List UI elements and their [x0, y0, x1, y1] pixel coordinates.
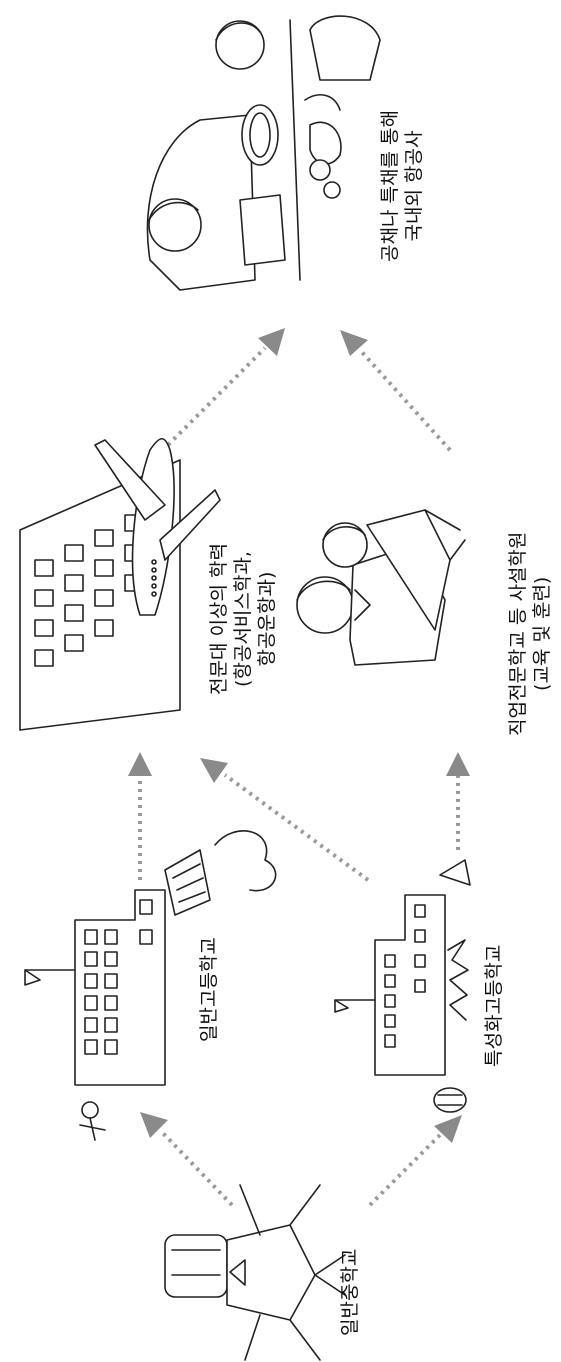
general-high-label: 일반고등학교 — [197, 937, 221, 1042]
airplane-icon — [94, 437, 221, 616]
edge-specialized-to-vocational — [446, 752, 470, 850]
specialized-high-label: 특성화고등학교 — [482, 945, 506, 1067]
specialized-high-text: 특성화고등학교 — [483, 944, 505, 1067]
college-text-line3: 항공운항과) — [256, 571, 278, 667]
vocational-label: 직업전문학교 등 사설학원 (교육 및 훈련) — [506, 532, 554, 736]
airline-cabin-icon — [146, 15, 381, 291]
middle-school-text: 일반중학교 — [339, 1248, 361, 1336]
edge-college-to-airline — [166, 328, 285, 447]
middle-school-label: 일반중학교 — [338, 1249, 362, 1336]
airline-label: 공채나 특채를 통해 국내외 항공사 — [378, 110, 426, 262]
middle-school-student-icon — [164, 1184, 346, 1361]
edge-specialized-to-college — [200, 758, 370, 882]
vocational-text-line1: 직업전문학교 등 사설학원 — [507, 531, 529, 736]
vocational-text-line2: (교육 및 훈련) — [531, 576, 553, 691]
college-text-line1: 전문대 이상의 학력 — [208, 543, 230, 695]
edge-vocational-to-airline — [340, 330, 452, 452]
college-label: 전문대 이상의 학력 (항공서비스학과, 항공운항과) — [207, 543, 279, 695]
general-high-school-building-icon — [24, 830, 277, 1141]
edge-middle-to-specialized — [368, 1115, 462, 1207]
edge-general-to-college — [128, 752, 152, 880]
vocational-trainees-icon — [296, 509, 466, 666]
college-text-line2: (항공서비스학과, — [232, 551, 254, 687]
specialized-high-school-building-icon — [334, 859, 471, 1113]
edge-middle-to-general — [140, 1112, 234, 1207]
airline-text-line1: 공채나 특채를 통해 — [379, 110, 401, 262]
general-high-text: 일반고등학교 — [198, 937, 220, 1042]
airline-text-line2: 국내외 항공사 — [403, 130, 425, 242]
